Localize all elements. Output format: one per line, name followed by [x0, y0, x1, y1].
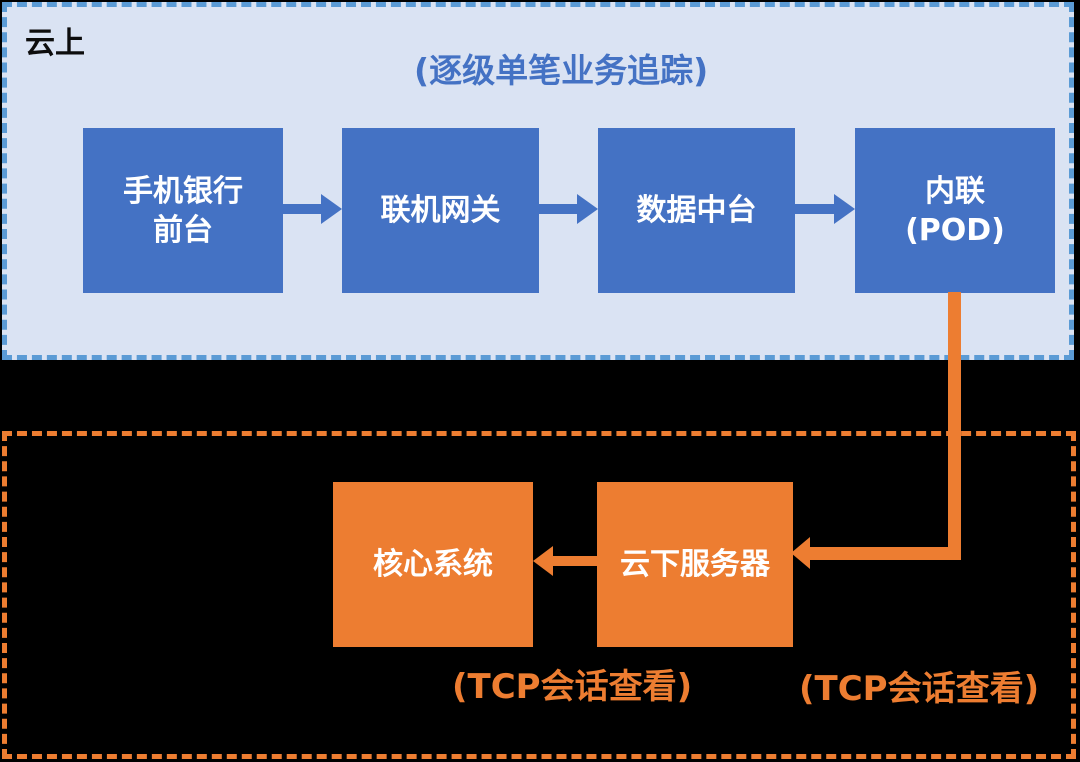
- node-offcloud-server: 云下服务器: [597, 482, 793, 647]
- flow-arrow-gateway-to-dataplatform: [539, 194, 598, 224]
- node-data-middle-platform: 数据中台: [598, 128, 795, 293]
- node-core-system: 核心系统: [333, 482, 533, 647]
- flow-arrow-dataplatform-to-pod: [795, 194, 855, 224]
- node-online-gateway: 联机网关: [342, 128, 539, 293]
- connector-arrow-left-icon: [791, 537, 810, 569]
- connector-pod-to-server-horizontal: [808, 547, 961, 560]
- arrow-shaft: [283, 204, 321, 214]
- arrow-shaft: [539, 204, 577, 214]
- flow-arrow-server-to-core: [533, 546, 597, 576]
- arrow-right-icon: [577, 194, 598, 224]
- arrow-shaft: [553, 556, 597, 566]
- arrow-shaft: [795, 204, 834, 214]
- per-transaction-trace-title: (逐级单笔业务追踪): [414, 51, 709, 90]
- node-mobile-banking-frontend: 手机银行 前台: [83, 128, 283, 293]
- flow-arrow-frontend-to-gateway: [283, 194, 342, 224]
- connector-pod-to-server-vertical: [948, 292, 961, 560]
- cloud-zone-label: 云上: [25, 26, 85, 61]
- tcp-session-label-left: (TCP会话查看): [452, 667, 693, 707]
- node-internal-pod: 内联 (POD): [855, 128, 1055, 293]
- onprem-zone: [2, 431, 1076, 759]
- arrow-left-icon: [533, 546, 553, 576]
- tcp-session-label-right: (TCP会话查看): [799, 669, 1040, 709]
- arrow-right-icon: [834, 194, 855, 224]
- arrow-right-icon: [321, 194, 342, 224]
